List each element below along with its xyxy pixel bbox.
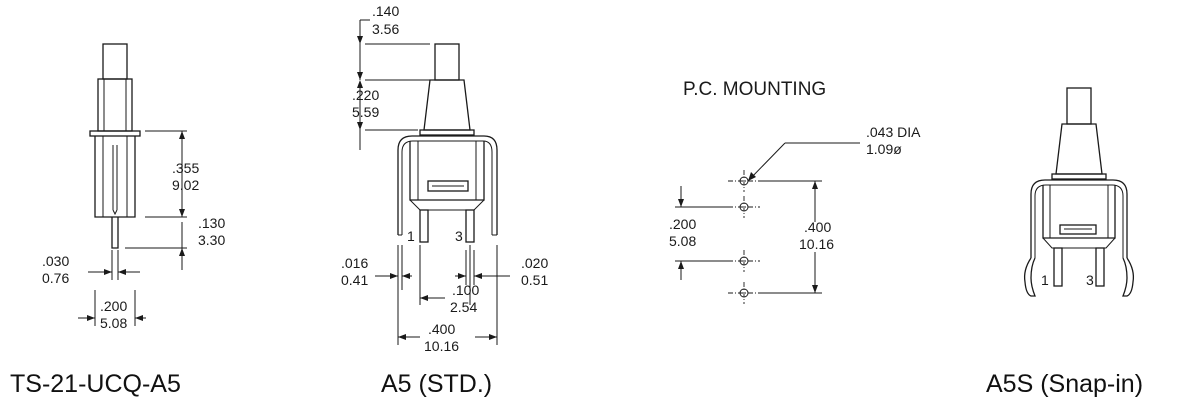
a5s-collar bbox=[1055, 123, 1103, 175]
pc-hole bbox=[728, 282, 760, 304]
a5-terminal-3 bbox=[465, 209, 475, 243]
a5s-terminal-1 bbox=[1053, 247, 1063, 287]
a5-flange bbox=[419, 129, 475, 136]
a5-pitch-mm: 2.54 bbox=[450, 299, 477, 315]
ts21-plunger bbox=[102, 43, 128, 80]
pc-mounting-title: P.C. MOUNTING bbox=[683, 79, 826, 100]
a5s-pin1-label: 1 bbox=[1041, 272, 1049, 288]
pc-span-mm: 10.16 bbox=[799, 236, 834, 252]
pc-mounting-drawing: P.C. MOUNTING .043 DIA 1.09ø bbox=[669, 79, 921, 304]
a5-actuator bbox=[427, 180, 469, 192]
ts21-term-mm: 3.30 bbox=[198, 232, 225, 248]
ts21-collar bbox=[97, 78, 133, 132]
a5-lead-mm: 0.41 bbox=[341, 272, 368, 288]
ts21-terminal bbox=[111, 217, 119, 249]
pc-hole bbox=[728, 170, 760, 192]
a5-span-mm: 10.16 bbox=[424, 338, 459, 354]
a5-body bbox=[409, 141, 485, 201]
a5s-body bbox=[1042, 185, 1116, 239]
a5s-snap-leg-right bbox=[1122, 257, 1135, 297]
a5-bracket bbox=[397, 135, 498, 235]
a5-pin1-label: 1 bbox=[407, 228, 415, 244]
caption-a5: A5 (STD.) bbox=[381, 370, 492, 398]
caption-ts21: TS-21-UCQ-A5 bbox=[10, 370, 181, 398]
a5s-actuator bbox=[1059, 224, 1097, 235]
a5-travel-in: .220 bbox=[352, 87, 379, 103]
pc-pitch-in: .200 bbox=[669, 216, 696, 232]
pc-hole-dia-mm: 1.09ø bbox=[866, 141, 902, 157]
a5-terminal-1 bbox=[419, 209, 429, 243]
a5s-bracket bbox=[1030, 179, 1128, 258]
pc-hole bbox=[728, 250, 760, 272]
ts21-height-in: .355 bbox=[172, 160, 199, 176]
pc-hole bbox=[728, 196, 760, 218]
pc-span-in: .400 bbox=[804, 219, 831, 235]
ts21-width-in: .030 bbox=[42, 253, 69, 269]
ts21-pitch-in: .200 bbox=[100, 298, 127, 314]
pc-hole-dia-in: .043 DIA bbox=[866, 124, 921, 140]
a5s-plunger bbox=[1066, 87, 1092, 125]
ts21-flange bbox=[89, 130, 141, 137]
a5s-drawing: 1 3 bbox=[1023, 87, 1135, 297]
a5-plunger-mm: 3.56 bbox=[372, 21, 399, 37]
a5-span-in: .400 bbox=[428, 321, 455, 337]
a5s-terminal-3 bbox=[1095, 247, 1105, 287]
ts21-width-mm: 0.76 bbox=[42, 270, 69, 286]
ts21-pitch-mm: 5.08 bbox=[100, 315, 127, 331]
ts21-drawing: .355 9.02 .130 3.30 .030 0.76 .200 5.08 bbox=[42, 43, 225, 331]
a5-travel-mm: 5.59 bbox=[352, 104, 379, 120]
a5-collar bbox=[423, 79, 471, 131]
a5-bracket-mm: 0.51 bbox=[521, 272, 548, 288]
a5-plunger bbox=[434, 43, 460, 81]
a5s-snap-leg-left bbox=[1023, 257, 1036, 297]
a5-lead-in: .016 bbox=[341, 255, 368, 271]
a5-pitch-in: .100 bbox=[452, 282, 479, 298]
ts21-term-in: .130 bbox=[198, 215, 225, 231]
pc-pitch-mm: 5.08 bbox=[669, 233, 696, 249]
a5s-pin3-label: 3 bbox=[1086, 272, 1094, 288]
caption-a5s: A5S (Snap-in) bbox=[986, 370, 1143, 398]
a5-bracket-in: .020 bbox=[521, 255, 548, 271]
a5-drawing: 1 3 .140 3.56 .220 5.59 .016 0.41 .100 2… bbox=[341, 3, 548, 354]
ts21-height-mm: 9.02 bbox=[172, 177, 199, 193]
ts21-body bbox=[94, 136, 136, 218]
a5-plunger-in: .140 bbox=[372, 3, 399, 19]
a5-pin3-label: 3 bbox=[455, 228, 463, 244]
a5s-flange bbox=[1051, 173, 1107, 180]
